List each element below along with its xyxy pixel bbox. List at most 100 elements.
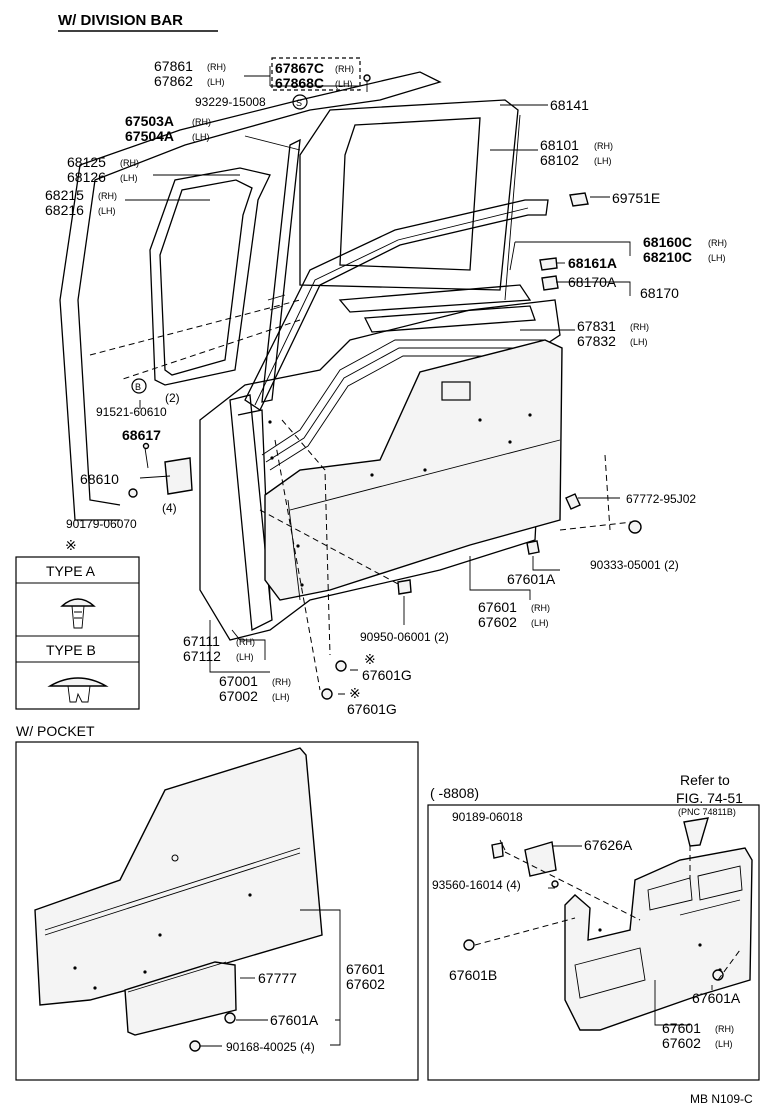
svg-text:67861: 67861 <box>154 58 193 74</box>
label-68617: 68617 <box>122 427 161 443</box>
label-68125: 68125 (RH) 68126 (LH) <box>67 154 139 185</box>
label-67601b: 67601B <box>449 967 497 983</box>
svg-text:67601: 67601 <box>662 1020 701 1036</box>
svg-text:(LH): (LH) <box>236 652 254 662</box>
svg-text:(LH): (LH) <box>120 173 138 183</box>
label-90189: 90189-06018 <box>452 810 523 824</box>
screw-90168 <box>189 1040 201 1052</box>
svg-text:※: ※ <box>364 651 376 667</box>
label-67867c: 67867C (RH) 67868C (LH) <box>271 57 361 91</box>
svg-text:68125: 68125 <box>67 154 106 170</box>
label-67601a-right: 67601A <box>692 990 741 1006</box>
svg-text:(LH): (LH) <box>335 79 353 89</box>
label-67601a-pocket: 67601A <box>270 1012 319 1028</box>
svg-text:(LH): (LH) <box>207 77 225 87</box>
svg-text:68210C: 68210C <box>643 249 692 265</box>
type-b-label: TYPE B <box>46 642 96 658</box>
svg-text:67503A: 67503A <box>125 113 174 129</box>
svg-text:(RH): (RH) <box>531 603 550 613</box>
svg-text:90179-06070: 90179-06070 <box>66 517 137 531</box>
svg-text:67868C: 67868C <box>275 75 324 91</box>
svg-text:(PNC 74811B): (PNC 74811B) <box>678 807 736 817</box>
clip-68170a <box>541 275 559 291</box>
door-shell <box>199 199 561 641</box>
svg-text:67867C: 67867C <box>275 60 324 76</box>
svg-text:(2): (2) <box>165 391 180 405</box>
svg-text:67601: 67601 <box>478 599 517 615</box>
svg-text:(RH): (RH) <box>594 141 613 151</box>
label-69751e: 69751E <box>612 190 660 206</box>
label-67001: 67001 (RH) 67002 (LH) <box>219 673 291 704</box>
clip-67601b <box>463 939 475 951</box>
svg-text:(RH): (RH) <box>98 191 117 201</box>
clip-68161a <box>539 257 558 271</box>
pocket-trim-board <box>34 747 323 1006</box>
svg-text:※: ※ <box>349 685 361 701</box>
clip-67601g-2 <box>321 688 333 700</box>
plug-90333 <box>628 520 642 534</box>
label-67601-upper: 67601 (RH) 67602 (LH) <box>478 599 550 630</box>
bolt-90179 <box>128 488 138 498</box>
svg-text:68101: 68101 <box>540 137 579 153</box>
handle-bezel <box>683 817 709 847</box>
label-90179: (4) 90179-06070 <box>66 501 177 531</box>
svg-text:Refer to: Refer to <box>680 772 730 788</box>
svg-text:(4): (4) <box>162 501 177 515</box>
screw-93229 <box>363 74 371 92</box>
type-a-label: TYPE A <box>46 563 96 579</box>
label-67601g-1: ※ 67601G <box>362 651 412 683</box>
legend-symbol: ※ <box>65 537 77 553</box>
check-68610 <box>139 457 193 495</box>
svg-text:67602: 67602 <box>478 614 517 630</box>
refer-note: Refer to FIG. 74-51 (PNC 74811B) <box>676 772 743 817</box>
svg-text:S: S <box>296 98 302 108</box>
clip-67601a-right <box>712 969 724 981</box>
label-67777: 67777 <box>258 970 297 986</box>
door-trim-board <box>264 339 563 601</box>
svg-text:FIG. 74-51: FIG. 74-51 <box>676 790 743 806</box>
svg-text:91521-60610: 91521-60610 <box>96 405 167 419</box>
range-label: ( -8808) <box>430 785 479 801</box>
svg-text:67601G: 67601G <box>347 701 397 717</box>
svg-text:68126: 68126 <box>67 169 106 185</box>
clip-90189 <box>491 842 504 859</box>
svg-text:(RH): (RH) <box>335 64 354 74</box>
svg-text:67504A: 67504A <box>125 128 174 144</box>
fastener-67772 <box>565 493 581 510</box>
label-93560: 93560-16014 (4) <box>432 878 521 892</box>
svg-text:(RH): (RH) <box>120 158 139 168</box>
label-90168: 90168-40025 (4) <box>226 1040 315 1054</box>
type-a-clip-icon <box>60 598 96 629</box>
label-68170a: 68170A <box>568 274 617 290</box>
label-68101: 68101 (RH) 68102 (LH) <box>540 137 613 168</box>
label-67111: 67111 (RH) 67112 (LH) <box>183 633 255 664</box>
label-68170: 68170 <box>640 285 679 301</box>
svg-text:67862: 67862 <box>154 73 193 89</box>
svg-text:67112: 67112 <box>183 648 221 664</box>
label-68160c: 68160C (RH) 68210C (LH) <box>643 234 727 265</box>
door-frame-weatherstrip <box>59 71 442 521</box>
type-b-clip-icon <box>47 677 109 703</box>
svg-text:67111: 67111 <box>183 633 220 649</box>
pocket-left-frame <box>15 741 419 1081</box>
svg-text:67832: 67832 <box>577 333 616 349</box>
svg-text:67601: 67601 <box>346 961 385 977</box>
footer-code: MB N109-C <box>690 1092 753 1106</box>
stay-68617 <box>142 442 150 469</box>
svg-text:93229-15008: 93229-15008 <box>195 95 266 109</box>
svg-text:B: B <box>135 382 141 392</box>
label-68141: 68141 <box>550 97 589 113</box>
label-68161a: 68161A <box>568 255 617 271</box>
svg-text:(RH): (RH) <box>708 238 727 248</box>
svg-text:(LH): (LH) <box>272 692 290 702</box>
svg-text:(RH): (RH) <box>207 62 226 72</box>
label-68215: 68215 (RH) 68216 (LH) <box>45 187 117 218</box>
svg-text:68215: 68215 <box>45 187 84 203</box>
svg-text:67831: 67831 <box>577 318 616 334</box>
svg-text:67601G: 67601G <box>362 667 412 683</box>
right-trim-board <box>564 847 753 1031</box>
door-glass <box>299 99 521 301</box>
svg-text:68216: 68216 <box>45 202 84 218</box>
label-67626a: 67626A <box>584 837 633 853</box>
